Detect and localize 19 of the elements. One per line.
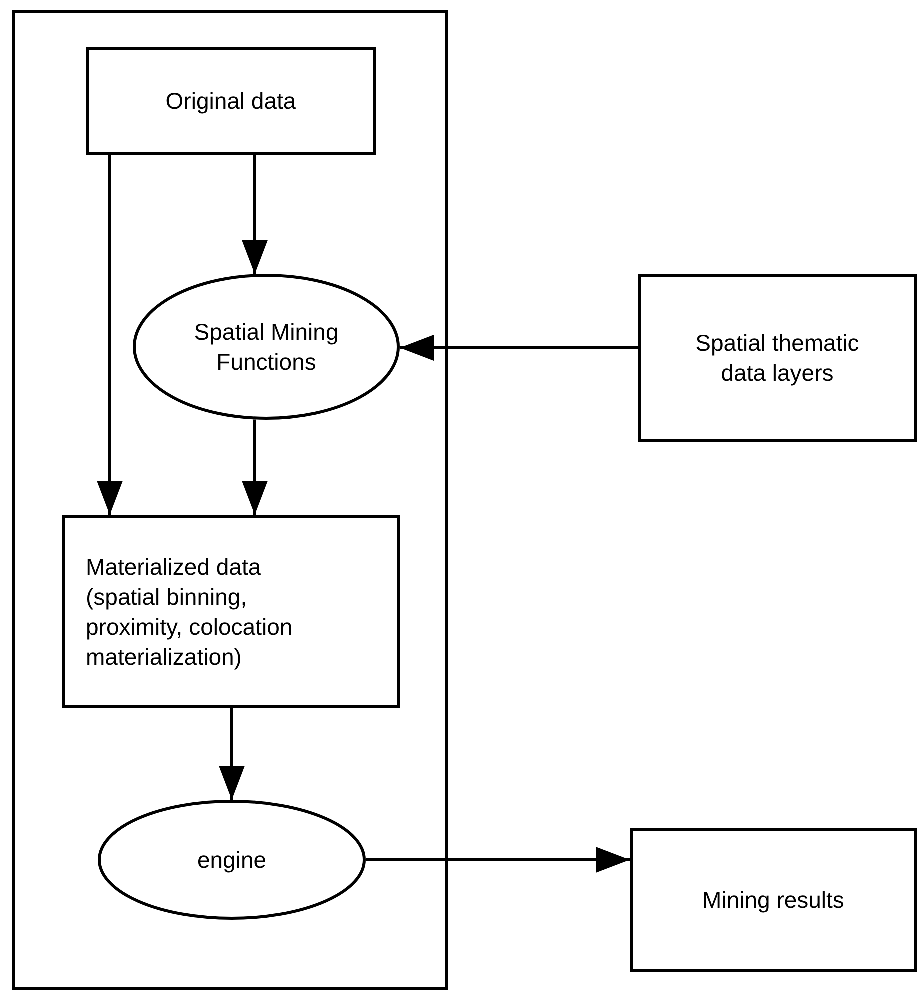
node-label: Materialized data (spatial binning, proximity, colocation materialization)	[86, 552, 294, 672]
node-label: Mining results	[702, 886, 844, 915]
arrow	[366, 847, 630, 873]
node-label: Spatial thematic data layers	[694, 329, 860, 388]
process-box	[62, 515, 400, 708]
process-box	[86, 47, 376, 155]
container-box	[12, 10, 448, 990]
process-ellipse	[133, 274, 400, 420]
arrow	[400, 335, 638, 361]
arrow	[97, 155, 123, 515]
node-label: Spatial Mining Functions	[193, 318, 340, 377]
process-box	[638, 274, 917, 442]
arrow	[242, 155, 268, 274]
arrow	[242, 420, 268, 515]
node-label: Original data	[166, 87, 296, 116]
process-ellipse	[98, 800, 366, 920]
process-box	[630, 828, 917, 972]
arrow	[219, 708, 245, 800]
node-label: engine	[197, 846, 267, 875]
